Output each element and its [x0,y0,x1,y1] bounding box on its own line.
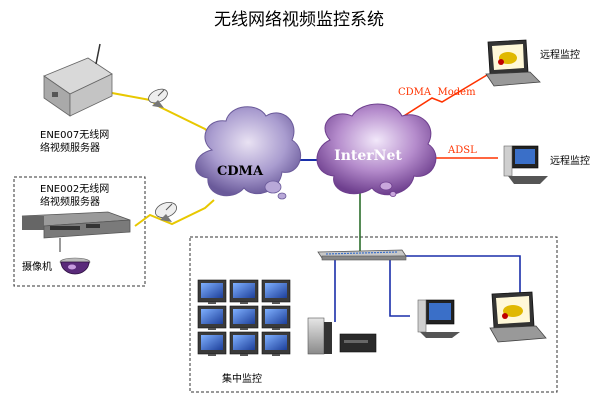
internet-cloud [316,103,437,197]
server-pc-icon [307,317,377,355]
lan-link-desktop [389,258,410,317]
wall-monitor [261,279,291,304]
lan-link-center [334,256,340,322]
desktop-pc-icon [503,145,548,184]
wall-monitor [197,279,227,304]
center-monitor-label: 集中监控 [222,372,262,385]
server2-label-line1: ENE002无线网 [40,182,109,195]
center-group-box [189,236,558,393]
monitor-wall-icon [197,279,291,356]
adsl-label: ADSL [447,145,477,156]
server2-label-line2: 络视频服务器 [40,195,100,208]
field-group-box [13,176,146,287]
wall-monitor [261,305,291,330]
wireless-video-server-icon [21,211,131,239]
wireless-link-server2 [134,199,215,227]
remote-monitor-label-2: 远程监控 [550,154,590,167]
wall-monitor [229,279,259,304]
wireless-video-server-icon [43,43,113,117]
lan-link-laptop [398,255,521,293]
server1-label-line2: 络视频服务器 [40,141,100,154]
wall-monitor [197,305,227,330]
satellite-dish-icon [154,202,178,222]
laptop-icon [489,291,547,343]
laptop-icon [485,39,541,87]
internet-label: InterNet [334,148,402,164]
wall-monitor [261,331,291,356]
cdma-modem-label: CDMA Modem [398,87,476,98]
desktop-pc-icon [417,299,460,338]
satellite-dish-icon [148,88,168,108]
camera-label: 摄像机 [22,260,52,273]
wall-monitor [229,331,259,356]
diagram-title: 无线网络视频监控系统 [214,10,384,30]
network-switch-icon [317,249,407,261]
server1-label-line1: ENE007无线网 [40,128,109,141]
wall-monitor [229,305,259,330]
cdma-modem-link [384,74,488,129]
remote-monitor-label-1: 远程监控 [540,48,580,61]
cdma-cloud [195,106,302,200]
cdma-label: CDMA [217,164,264,179]
dome-camera-icon [59,257,91,275]
wall-monitor [197,331,227,356]
